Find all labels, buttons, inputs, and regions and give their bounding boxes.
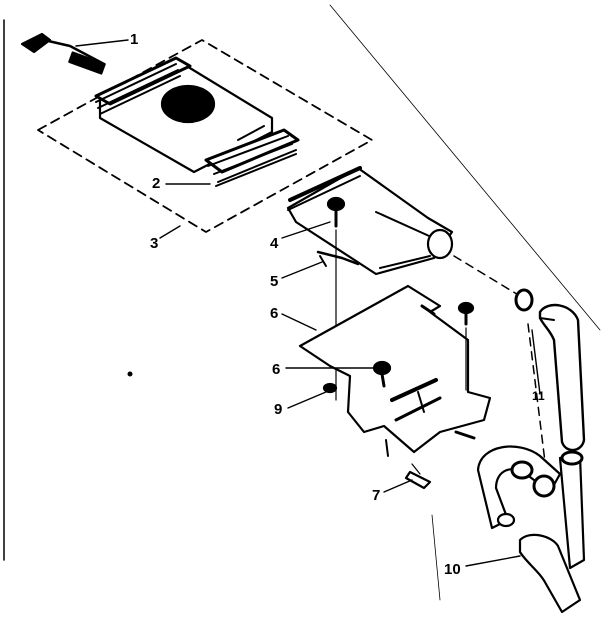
callout-10: 10 (444, 561, 461, 578)
callout-2: 2 (152, 175, 161, 192)
callout-11: 11 (532, 389, 545, 403)
crease-line-lower (431, 514, 441, 601)
part-1-clip (20, 32, 106, 75)
filter-pad-assembly (94, 56, 274, 174)
hose-alignment-line (453, 255, 521, 297)
callout-3: 3 (150, 235, 159, 252)
drain-hose-lower (476, 445, 586, 614)
dot-mark (127, 371, 133, 377)
part-2-roll (204, 128, 300, 187)
part-4-screw (326, 196, 346, 228)
hose-guide-line (527, 323, 547, 471)
callout-9: 9 (274, 401, 283, 418)
drain-housing (286, 166, 454, 276)
hose-clamp-upper (514, 288, 534, 312)
callout-1: 1 (130, 31, 139, 48)
mounting-bracket (298, 284, 492, 457)
callout-5: 5 (270, 273, 279, 290)
drain-hose-upper (538, 303, 586, 452)
part-7-clip (404, 463, 432, 490)
screw-right (457, 301, 475, 391)
part-9-washer (322, 382, 338, 394)
callout-4: 4 (270, 235, 279, 252)
crease-line (329, 4, 601, 331)
leader-lines (75, 39, 541, 567)
callout-6-upper: 6 (270, 305, 279, 322)
callout-6-lower: 6 (272, 361, 281, 378)
part-5-clip (316, 250, 360, 267)
callout-7: 7 (372, 487, 381, 504)
